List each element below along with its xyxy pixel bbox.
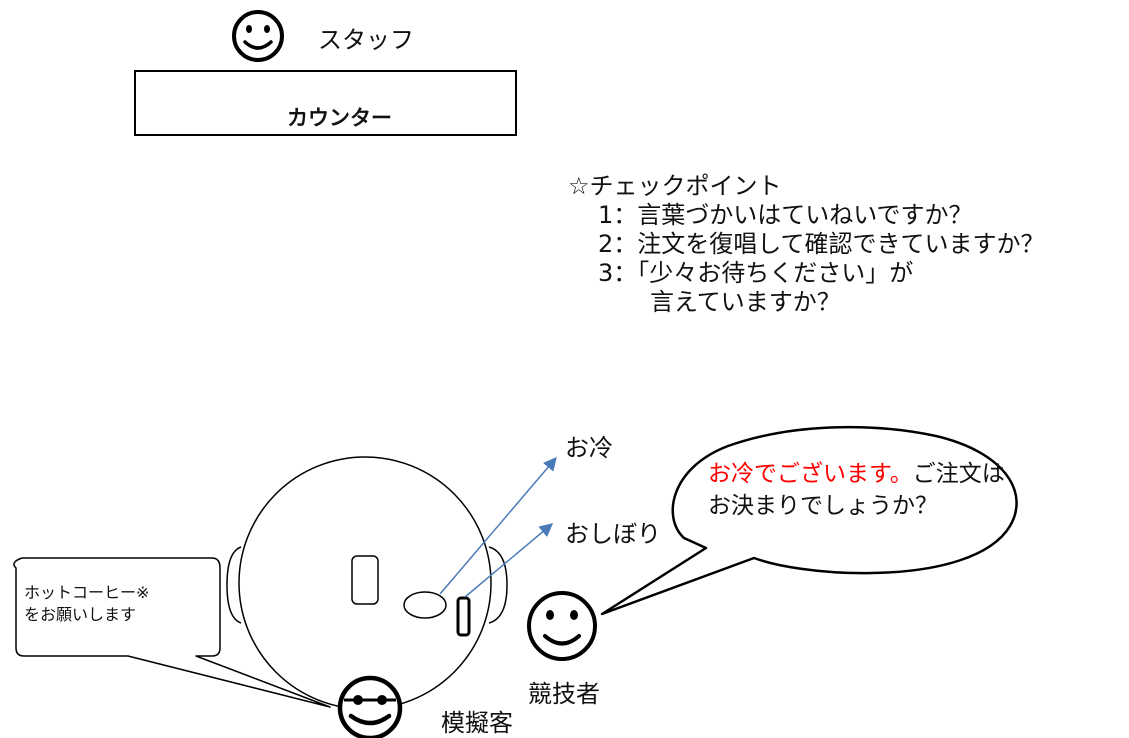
competitor-speech-rest: ご注文は	[912, 461, 1005, 487]
customer-speech-line1: ホットコーヒー※	[24, 583, 150, 602]
napkin-holder	[351, 555, 379, 605]
staff-label: スタッフ	[318, 26, 414, 54]
counter-label: カウンター	[287, 106, 392, 130]
competitor-speech-bubble	[600, 425, 1018, 616]
water-label: お冷	[565, 434, 613, 462]
competitor-label: 競技者	[528, 680, 600, 708]
competitor-smiley-icon	[527, 591, 597, 661]
customer-speech-line2: をお願いします	[24, 605, 137, 624]
checkpoint-item-continuation: 言えていますか？	[650, 288, 841, 316]
water-glass	[403, 591, 447, 619]
checkpoint-item: 2：注文を復唱して確認できていますか？	[598, 230, 1045, 258]
arrow-to-water	[439, 456, 557, 595]
checkpoint-list: ☆チェックポイント 1：言葉づかいはていねいですか？ 2：注文を復唱して確認でき…	[568, 172, 1045, 317]
staff-smiley-icon	[232, 10, 284, 62]
competitor-speech-highlight: お冷でございます。	[708, 461, 913, 487]
checkpoint-item: 1：言葉づかいはていねいですか？	[598, 201, 973, 229]
arrow-to-towel	[464, 523, 554, 598]
checkpoint-title: ☆チェックポイント	[568, 172, 782, 200]
customer-speech-box	[13, 557, 331, 708]
competitor-speech-line2: お決まりでしょうか？	[708, 493, 938, 519]
counter-box	[134, 70, 517, 136]
checkpoint-item: 3：「少々お待ちください」が	[598, 259, 914, 287]
competitor-speech-text: お冷でございます。ご注文は お決まりでしょうか？	[708, 458, 1005, 522]
oshibori	[456, 596, 471, 637]
customer-smiley-icon	[337, 675, 403, 738]
towel-label: おしぼり	[565, 520, 661, 548]
customer-label: 模擬客	[441, 709, 513, 737]
customer-speech-text: ホットコーヒー※ をお願いします	[24, 582, 149, 626]
